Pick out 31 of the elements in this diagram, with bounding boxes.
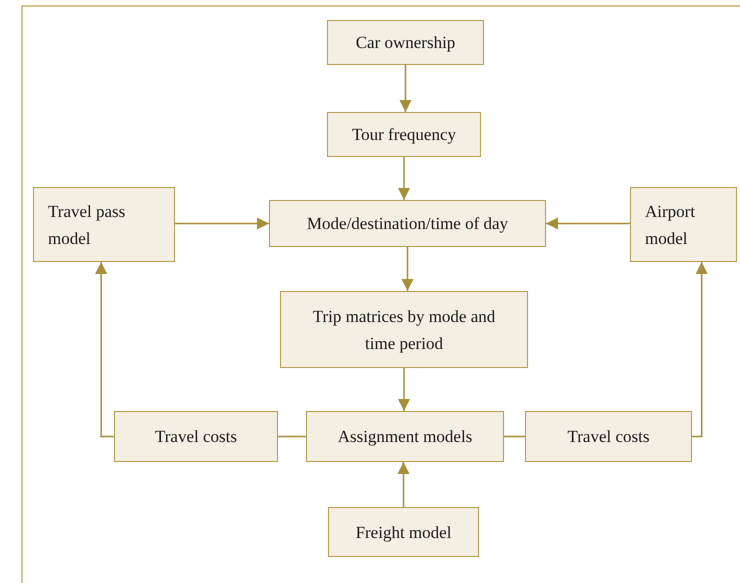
box-label: Freight model (356, 522, 452, 544)
arrow (402, 247, 414, 291)
connector-line (278, 436, 306, 438)
arrow (400, 65, 412, 112)
process-box (306, 411, 504, 462)
box-label: Assignment models (338, 426, 472, 448)
process-box (269, 200, 546, 247)
process-box (630, 187, 737, 262)
process-box (525, 411, 692, 462)
process-box (280, 291, 528, 368)
process-box (327, 112, 481, 157)
box-label: Mode/destination/time of day (306, 213, 508, 235)
arrow (398, 368, 410, 411)
process-box (33, 187, 175, 262)
box-label: Car ownership (356, 32, 456, 54)
box-label: Travel pass model (48, 200, 126, 250)
box-label: Tour frequency (352, 124, 456, 146)
box-label: Airport model (645, 200, 696, 250)
arrow (398, 462, 410, 507)
box-label: Travel costs (567, 426, 650, 448)
arrow (95, 262, 114, 438)
process-box (327, 20, 484, 65)
process-box (114, 411, 278, 462)
arrow (175, 218, 269, 230)
arrow (398, 157, 410, 200)
process-box (328, 507, 479, 557)
arrow (546, 218, 630, 230)
box-label: Trip matrices by mode and time period (312, 306, 496, 355)
connector-line (504, 436, 525, 438)
box-label: Travel costs (154, 426, 237, 448)
arrow (692, 262, 708, 438)
